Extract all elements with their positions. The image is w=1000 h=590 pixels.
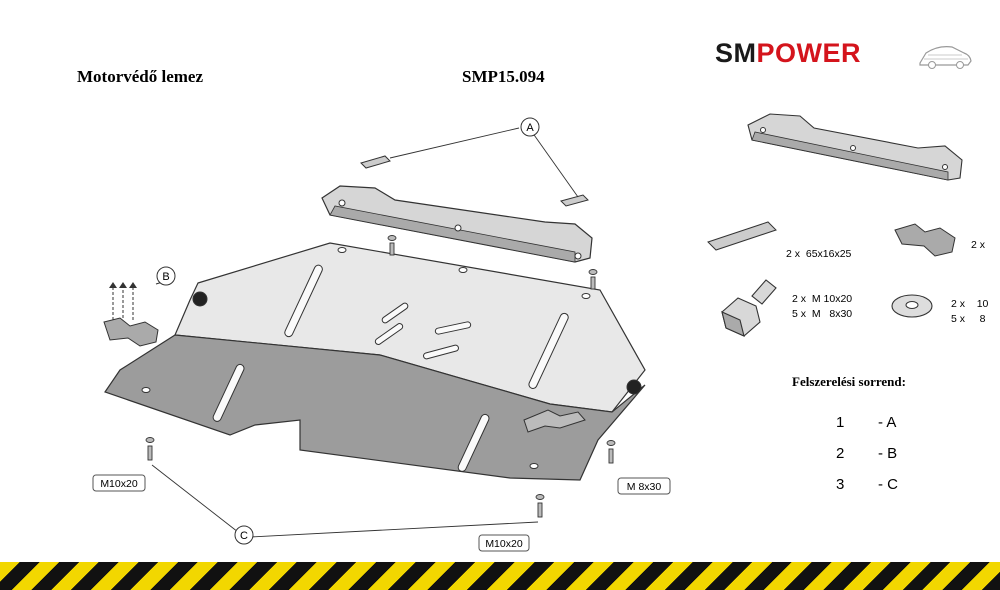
- washer-part-caption: 2 x 10 5 x 8: [951, 297, 988, 327]
- plate-slots: [212, 264, 569, 472]
- product-code: SMP15.094: [462, 67, 545, 86]
- bolt-part-illustration: [721, 279, 777, 337]
- assembly-order-title: Felszerelési sorrend:: [792, 374, 906, 389]
- callout-b-label: B: [162, 271, 169, 283]
- crossmember-part-illustration: [747, 113, 963, 181]
- plate-qty: 2 x: [786, 248, 801, 260]
- order-letter: - C: [878, 476, 898, 493]
- bolt-label-bottom: M10x20: [485, 538, 523, 550]
- hazard-stripe-band: [0, 562, 1000, 590]
- washer-row: 5 x 8: [951, 313, 986, 325]
- plate-part-illustration: [707, 221, 777, 251]
- order-number: 2: [836, 445, 845, 462]
- order-letter: - A: [878, 414, 897, 431]
- bolt-label-right: M 8x30: [627, 481, 662, 493]
- bracket-qty: 2 x: [971, 239, 986, 251]
- plate-size: 65x16x25: [805, 248, 852, 260]
- bolt-row: 2 x M 10x20: [792, 293, 853, 305]
- washer-row: 2 x 10: [951, 298, 989, 310]
- logo-power-text: POWER: [756, 38, 862, 68]
- order-number: 3: [836, 476, 845, 493]
- order-letter: - B: [878, 445, 898, 462]
- brand-logo: SMPOWER: [715, 38, 975, 78]
- crossmember-bracket: [321, 185, 593, 263]
- order-number: 1: [836, 414, 845, 431]
- bolt-part-caption: 2 x M 10x20 5 x M 8x30: [792, 292, 852, 322]
- bracket-b: [103, 280, 167, 347]
- car-silhouette-icon: [919, 46, 972, 69]
- bolt-row: 5 x M 8x30: [792, 308, 853, 320]
- washer-part-illustration: [891, 294, 933, 318]
- callout-c-label: C: [240, 530, 248, 542]
- callout-a-label: A: [526, 122, 534, 134]
- plate-part-caption: 2 x 65x16x25: [786, 248, 851, 260]
- logo-sm-text: SM: [715, 38, 757, 68]
- bolt-label-left: M10x20: [100, 478, 138, 490]
- page-title: Motorvédő lemez: [77, 67, 204, 86]
- bracket-part-illustration: [894, 223, 956, 257]
